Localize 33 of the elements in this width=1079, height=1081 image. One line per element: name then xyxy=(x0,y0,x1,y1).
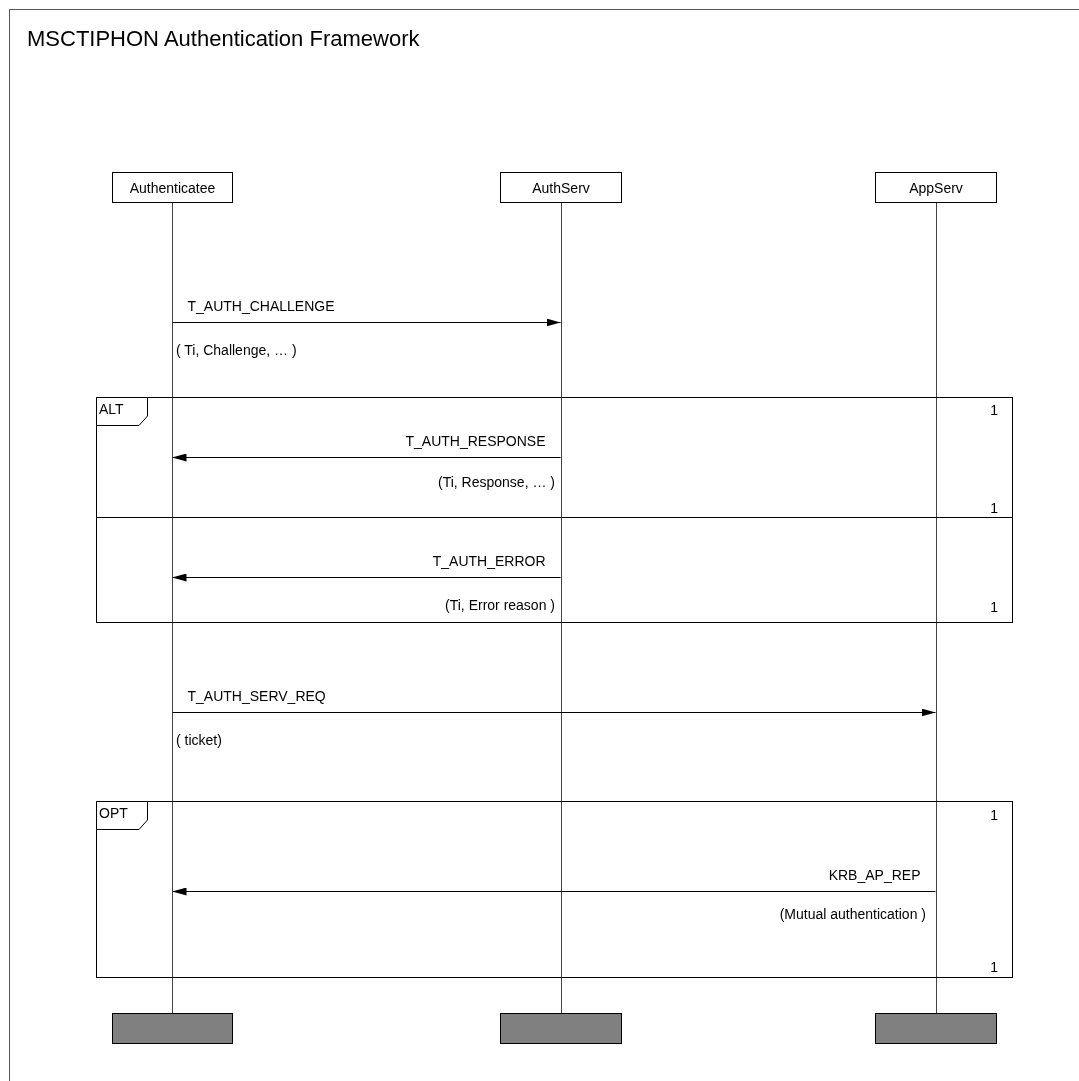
message-parameters: (Mutual authentication ) xyxy=(779,906,926,922)
message-arrow xyxy=(172,887,936,896)
lifeline xyxy=(171,203,173,1013)
message-parameters: ( Ti, Challenge, … ) xyxy=(176,342,297,358)
message-arrow xyxy=(172,573,561,582)
message-label: T_AUTH_ERROR xyxy=(431,553,547,569)
frame-number: 1 xyxy=(990,402,998,418)
message-arrow xyxy=(172,453,561,462)
operator-label: ALT xyxy=(99,401,124,417)
operator-tab xyxy=(96,397,148,426)
frame-number: 1 xyxy=(990,807,998,823)
instance-head: Authenticatee xyxy=(112,172,233,203)
frame-number: 1 xyxy=(990,959,998,975)
message-label: KRB_AP_REP xyxy=(827,867,922,883)
message-arrow xyxy=(172,708,936,717)
message-label: T_AUTH_SERV_REQ xyxy=(186,688,327,704)
message-parameters: (Ti, Error reason ) xyxy=(445,597,555,613)
instance-head: AuthServ xyxy=(500,172,622,203)
operator-tab xyxy=(96,801,148,830)
message-label: T_AUTH_CHALLENGE xyxy=(186,298,336,314)
instance-end-bar xyxy=(500,1013,622,1044)
message-label: T_AUTH_RESPONSE xyxy=(404,433,547,449)
diagram-title: MSCTIPHON Authentication Framework xyxy=(27,26,420,52)
instance-head: AppServ xyxy=(875,172,997,203)
lifeline xyxy=(935,203,937,1013)
instance-end-bar xyxy=(875,1013,997,1044)
message-arrow xyxy=(172,318,561,327)
operator-label: OPT xyxy=(99,805,128,821)
lifeline xyxy=(560,203,562,1013)
frame-number: 1 xyxy=(990,599,998,615)
message-parameters: (Ti, Response, … ) xyxy=(438,474,555,490)
instance-end-bar xyxy=(112,1013,233,1044)
frame-number: 1 xyxy=(990,500,998,516)
